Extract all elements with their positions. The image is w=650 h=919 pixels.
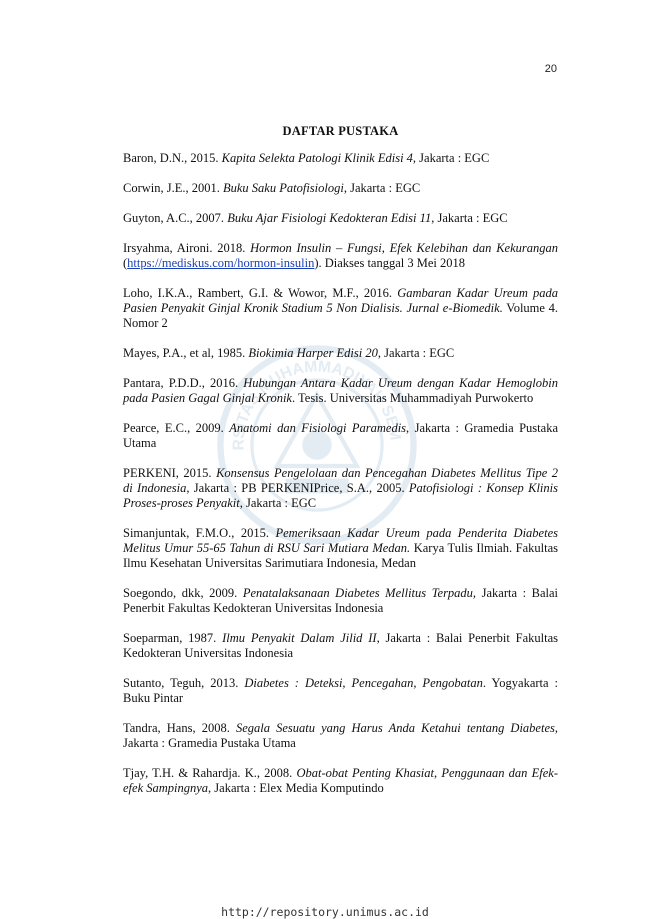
reference-text: Jakarta : EGC [242, 496, 317, 510]
reference-text: Simanjuntak, F.M.O., 2015. [123, 526, 276, 540]
repository-footer-url[interactable]: http://repository.unimus.ac.id [221, 905, 429, 919]
reference-text: , Jakarta : Gramedia Pustaka Utama [123, 721, 558, 750]
reference-entry: PERKENI, 2015. Konsensus Pengelolaan dan… [123, 466, 558, 511]
reference-text: Karya Tulis Ilmiah. Fakultas Ilmu Keseha… [123, 541, 558, 570]
bibliography: DAFTAR PUSTAKA Baron, D.N., 2015. Kapita… [123, 124, 558, 811]
reference-text: Baron, D.N., 2015. [123, 151, 222, 165]
reference-text: , Jakarta : PB PERKENIPrice, S.A., 2005. [186, 481, 409, 495]
reference-entry: Irsyahma, Aironi. 2018. Hormon Insulin –… [123, 241, 558, 271]
reference-entry: Corwin, J.E., 2001. Buku Saku Patofisiol… [123, 181, 558, 196]
reference-entry: Loho, I.K.A., Rambert, G.I. & Wowor, M.F… [123, 286, 558, 331]
reference-title: Gambaran Kadar Ureum pada Pasien Penyaki… [123, 286, 558, 315]
reference-entry: Simanjuntak, F.M.O., 2015. Pemeriksaan K… [123, 526, 558, 571]
reference-text: Mayes, P.A., et al, 1985. [123, 346, 249, 360]
reference-entry: Pearce, E.C., 2009. Anatomi dan Fisiolog… [123, 421, 558, 451]
reference-text: ). Diakses tanggal 3 Mei 2018 [314, 256, 465, 270]
reference-text: , Jakarta : Elex Media Komputindo [208, 781, 384, 795]
reference-entry: Pantara, P.D.D., 2016. Hubungan Antara K… [123, 376, 558, 406]
page-number: 20 [544, 63, 557, 75]
reference-title: Penatalaksanaan Diabetes Mellitus Terpad… [242, 586, 477, 600]
reference-entry: Guyton, A.C., 2007. Buku Ajar Fisiologi … [123, 211, 558, 226]
reference-text: Tjay, T.H. & Rahardja. K., 2008. [123, 766, 297, 780]
reference-title: Buku Saku Patofisiologi [223, 181, 344, 195]
reference-text: Loho, I.K.A., Rambert, G.I. & Wowor, M.F… [123, 286, 398, 300]
reference-text: , Jakarta : EGC [377, 346, 455, 360]
reference-entry: Baron, D.N., 2015. Kapita Selekta Patolo… [123, 151, 558, 166]
reference-title: Hormon Insulin – Fungsi, Efek Kelebihan … [250, 241, 558, 255]
reference-title: Segala Sesuatu yang Harus Anda Ketahui t… [235, 721, 555, 735]
reference-title: Patofisiologi : Konsep Klinis Proses-pro… [123, 481, 558, 510]
reference-text: Jakarta : Balai Penerbit Fakultas Kedokt… [123, 586, 559, 615]
reference-title: Obat-obat Penting Khasiat, Penggunaan da… [123, 766, 558, 795]
reference-text: Volume 4. Nomor 2 [123, 301, 558, 330]
reference-entry: Soegondo, dkk, 2009. Penatalaksanaan Dia… [123, 586, 558, 616]
reference-link[interactable]: https://mediskus.com/hormon-insulin [127, 256, 315, 270]
reference-text: , Jakarta : EGC [431, 211, 508, 225]
reference-text: Tandra, Hans, 2008. [123, 721, 236, 735]
reference-entry: Sutanto, Teguh, 2013. Diabetes : Deteksi… [123, 676, 558, 706]
reference-text: . Yogyakarta : Buku Pintar [123, 676, 559, 705]
reference-text: PERKENI, 2015. [123, 466, 217, 480]
reference-entry: Tjay, T.H. & Rahardja. K., 2008. Obat-ob… [123, 766, 558, 796]
reference-text: Guyton, A.C., 2007. [123, 211, 228, 225]
reference-text: Pantara, P.D.D., 2016. [123, 376, 244, 390]
reference-title: Kapita Selekta Patologi Klinik Edisi 4 [221, 151, 413, 165]
reference-title: Buku Ajar Fisiologi Kedokteran Edisi 11 [227, 211, 432, 225]
reference-text: . Tesis. Universitas Muhammadiyah Purwok… [291, 391, 534, 405]
reference-title: Anatomi dan Fisiologi Paramedis [229, 421, 407, 435]
reference-text: Irsyahma, Aironi. 2018. [123, 241, 251, 255]
reference-text: Soeparman, 1987. [123, 631, 223, 645]
reference-title: Biokimia Harper Edisi 20 [248, 346, 378, 360]
reference-title: Konsensus Pengelolaan dan Pencegahan Dia… [123, 466, 559, 495]
reference-text: , Jakarta : Gramedia Pustaka Utama [123, 421, 558, 450]
reference-title: Pemeriksaan Kadar Ureum pada Penderita D… [123, 526, 558, 555]
reference-text: , Jakarta : EGC [343, 181, 421, 195]
reference-text: Soegondo, dkk, 2009. [123, 586, 243, 600]
reference-text: Corwin, J.E., 2001. [123, 181, 223, 195]
page-title: DAFTAR PUSTAKA [282, 124, 399, 138]
reference-text: Sutanto, Teguh, 2013. [123, 676, 245, 690]
reference-text: ( [123, 256, 128, 270]
reference-title: Hubungan Antara Kadar Ureum dengan Kadar… [123, 376, 559, 405]
reference-title: Ilmu Penyakit Dalam Jilid II [222, 631, 377, 645]
reference-entry: Soeparman, 1987. Ilmu Penyakit Dalam Jil… [123, 631, 558, 661]
reference-text: , Jakarta : EGC [412, 151, 490, 165]
reference-text: , Jakarta : Balai Penerbit Fakultas Kedo… [123, 631, 558, 660]
reference-entry: Mayes, P.A., et al, 1985. Biokimia Harpe… [123, 346, 558, 361]
reference-list: Baron, D.N., 2015. Kapita Selekta Patolo… [123, 151, 558, 796]
reference-title: Diabetes : Deteksi, Pencegahan, Pengobat… [244, 676, 483, 690]
reference-text: Pearce, E.C., 2009. [123, 421, 230, 435]
reference-entry: Tandra, Hans, 2008. Segala Sesuatu yang … [123, 721, 558, 751]
